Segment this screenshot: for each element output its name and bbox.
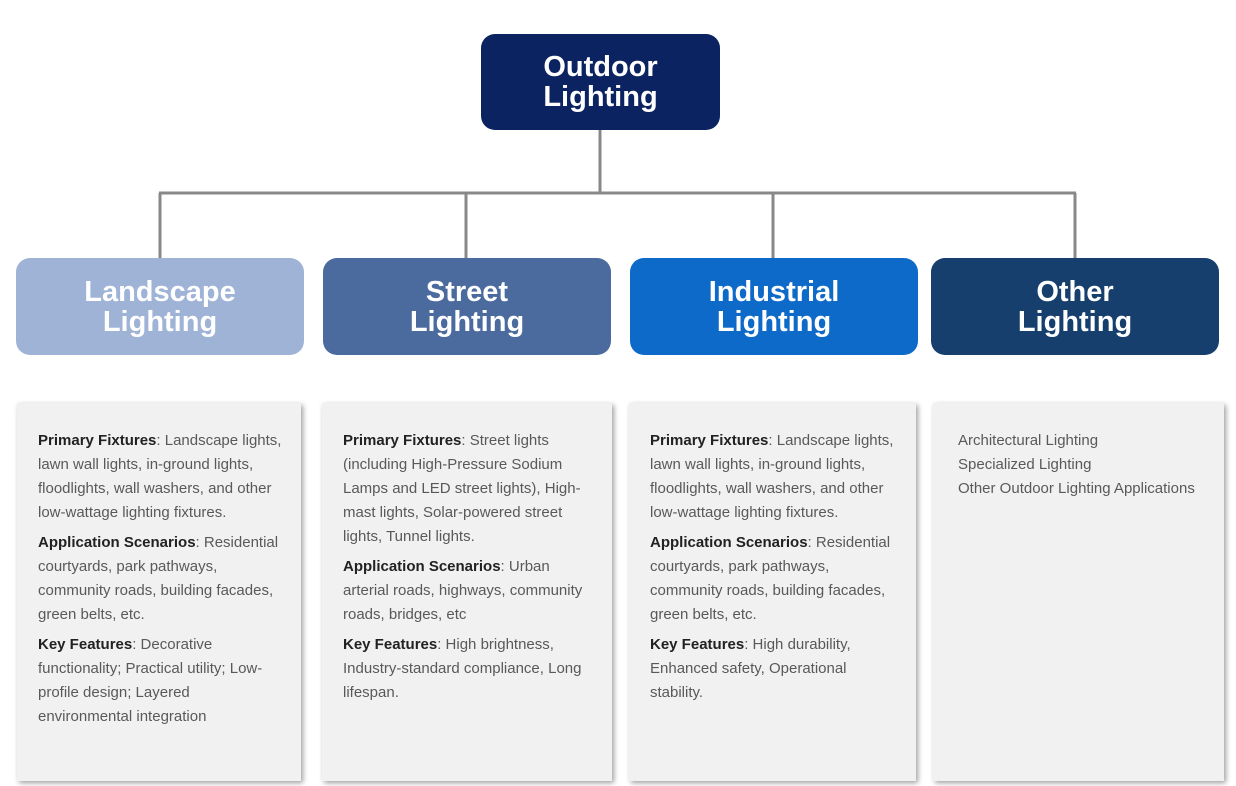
landscape-features: Key Features: Decorative functionality; … bbox=[38, 633, 285, 729]
street-details-card: Primary Fixtures: Street lights (includi… bbox=[322, 403, 612, 781]
features-label: Key Features bbox=[650, 636, 745, 653]
scenarios-text: : Residential courtyards, park pathways,… bbox=[38, 534, 279, 623]
industrial-scenarios: Application Scenarios: Residential court… bbox=[650, 531, 900, 627]
category-node-industrial: Industrial Lighting bbox=[630, 258, 918, 355]
street-title-line2: Lighting bbox=[409, 305, 525, 338]
features-text: : Decorative functionality; Practical ut… bbox=[38, 636, 263, 725]
root-title-line1: Outdoor bbox=[543, 51, 658, 83]
features-label: Key Features bbox=[343, 636, 438, 653]
street-title-line1: Street bbox=[425, 275, 509, 308]
category-node-street: Street Lighting bbox=[323, 258, 611, 355]
scenarios-text: : Residential courtyards, park pathways,… bbox=[650, 534, 891, 623]
other-details-card: Architectural Lighting Specialized Light… bbox=[933, 403, 1224, 781]
other-item: Other Outdoor Lighting Applications bbox=[958, 480, 1195, 497]
root-node-outdoor-lighting: Outdoor Lighting bbox=[481, 34, 720, 130]
industrial-fixtures: Primary Fixtures: Landscape lights, lawn… bbox=[650, 429, 900, 525]
industrial-title-line1: Industrial bbox=[708, 275, 840, 308]
fixtures-text: : Landscape lights, lawn wall lights, in… bbox=[38, 432, 282, 521]
other-item: Specialized Lighting bbox=[958, 456, 1092, 473]
other-item: Architectural Lighting bbox=[958, 432, 1099, 449]
street-fixtures: Primary Fixtures: Street lights (includi… bbox=[343, 429, 596, 549]
fixtures-label: Primary Fixtures bbox=[650, 432, 769, 449]
street-scenarios: Application Scenarios: Urban arterial ro… bbox=[343, 555, 596, 627]
features-text: : High brightness, Industry-standard com… bbox=[343, 636, 582, 701]
scenarios-label: Application Scenarios bbox=[650, 534, 808, 551]
industrial-features: Key Features: High durability, Enhanced … bbox=[650, 633, 900, 705]
features-label: Key Features bbox=[38, 636, 133, 653]
landscape-title-line2: Lighting bbox=[102, 305, 218, 338]
landscape-title-line1: Landscape bbox=[84, 275, 236, 308]
features-text: : High durability, Enhanced safety, Oper… bbox=[650, 636, 851, 701]
other-title-line2: Lighting bbox=[1017, 305, 1133, 338]
scenarios-label: Application Scenarios bbox=[38, 534, 196, 551]
fixtures-text: : Landscape lights, lawn wall lights, in… bbox=[650, 432, 894, 521]
scenarios-label: Application Scenarios bbox=[343, 558, 501, 575]
category-node-landscape: Landscape Lighting bbox=[16, 258, 304, 355]
root-title-line2: Lighting bbox=[543, 81, 658, 113]
fixtures-label: Primary Fixtures bbox=[38, 432, 157, 449]
other-title-line1: Other bbox=[1036, 275, 1114, 308]
landscape-details-card: Primary Fixtures: Landscape lights, lawn… bbox=[17, 403, 301, 781]
industrial-details-card: Primary Fixtures: Landscape lights, lawn… bbox=[629, 403, 916, 781]
industrial-title-line2: Lighting bbox=[716, 305, 832, 338]
category-node-other: Other Lighting bbox=[931, 258, 1219, 355]
street-features: Key Features: High brightness, Industry-… bbox=[343, 633, 596, 705]
landscape-fixtures: Primary Fixtures: Landscape lights, lawn… bbox=[38, 429, 285, 525]
fixtures-text: : Street lights (including High-Pressure… bbox=[343, 432, 581, 545]
landscape-scenarios: Application Scenarios: Residential court… bbox=[38, 531, 285, 627]
scenarios-text: : Urban arterial roads, highways, commun… bbox=[343, 558, 583, 623]
fixtures-label: Primary Fixtures bbox=[343, 432, 462, 449]
